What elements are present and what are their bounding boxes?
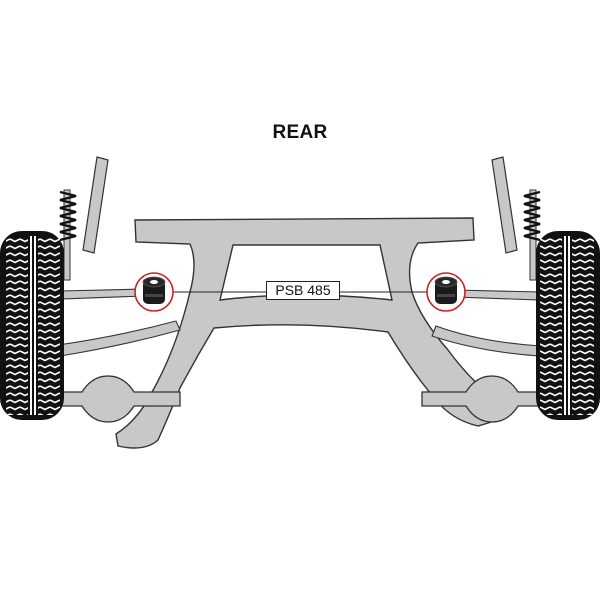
left-bush bbox=[134, 272, 174, 312]
right-shock-absorber bbox=[491, 156, 518, 254]
right-coil-spring bbox=[523, 189, 541, 281]
part-number-label: PSB 485 bbox=[266, 281, 340, 300]
left-upper-arm bbox=[59, 288, 146, 300]
right-upper-arm bbox=[454, 289, 541, 301]
right-tyre bbox=[536, 231, 600, 420]
left-coil-spring bbox=[59, 189, 77, 281]
left-drive-shaft bbox=[59, 375, 181, 423]
left-tyre bbox=[0, 231, 64, 420]
right-bush bbox=[426, 272, 466, 312]
diagram-title: REAR bbox=[272, 122, 328, 143]
left-shock-absorber bbox=[82, 156, 109, 254]
left-lower-link bbox=[57, 320, 181, 357]
